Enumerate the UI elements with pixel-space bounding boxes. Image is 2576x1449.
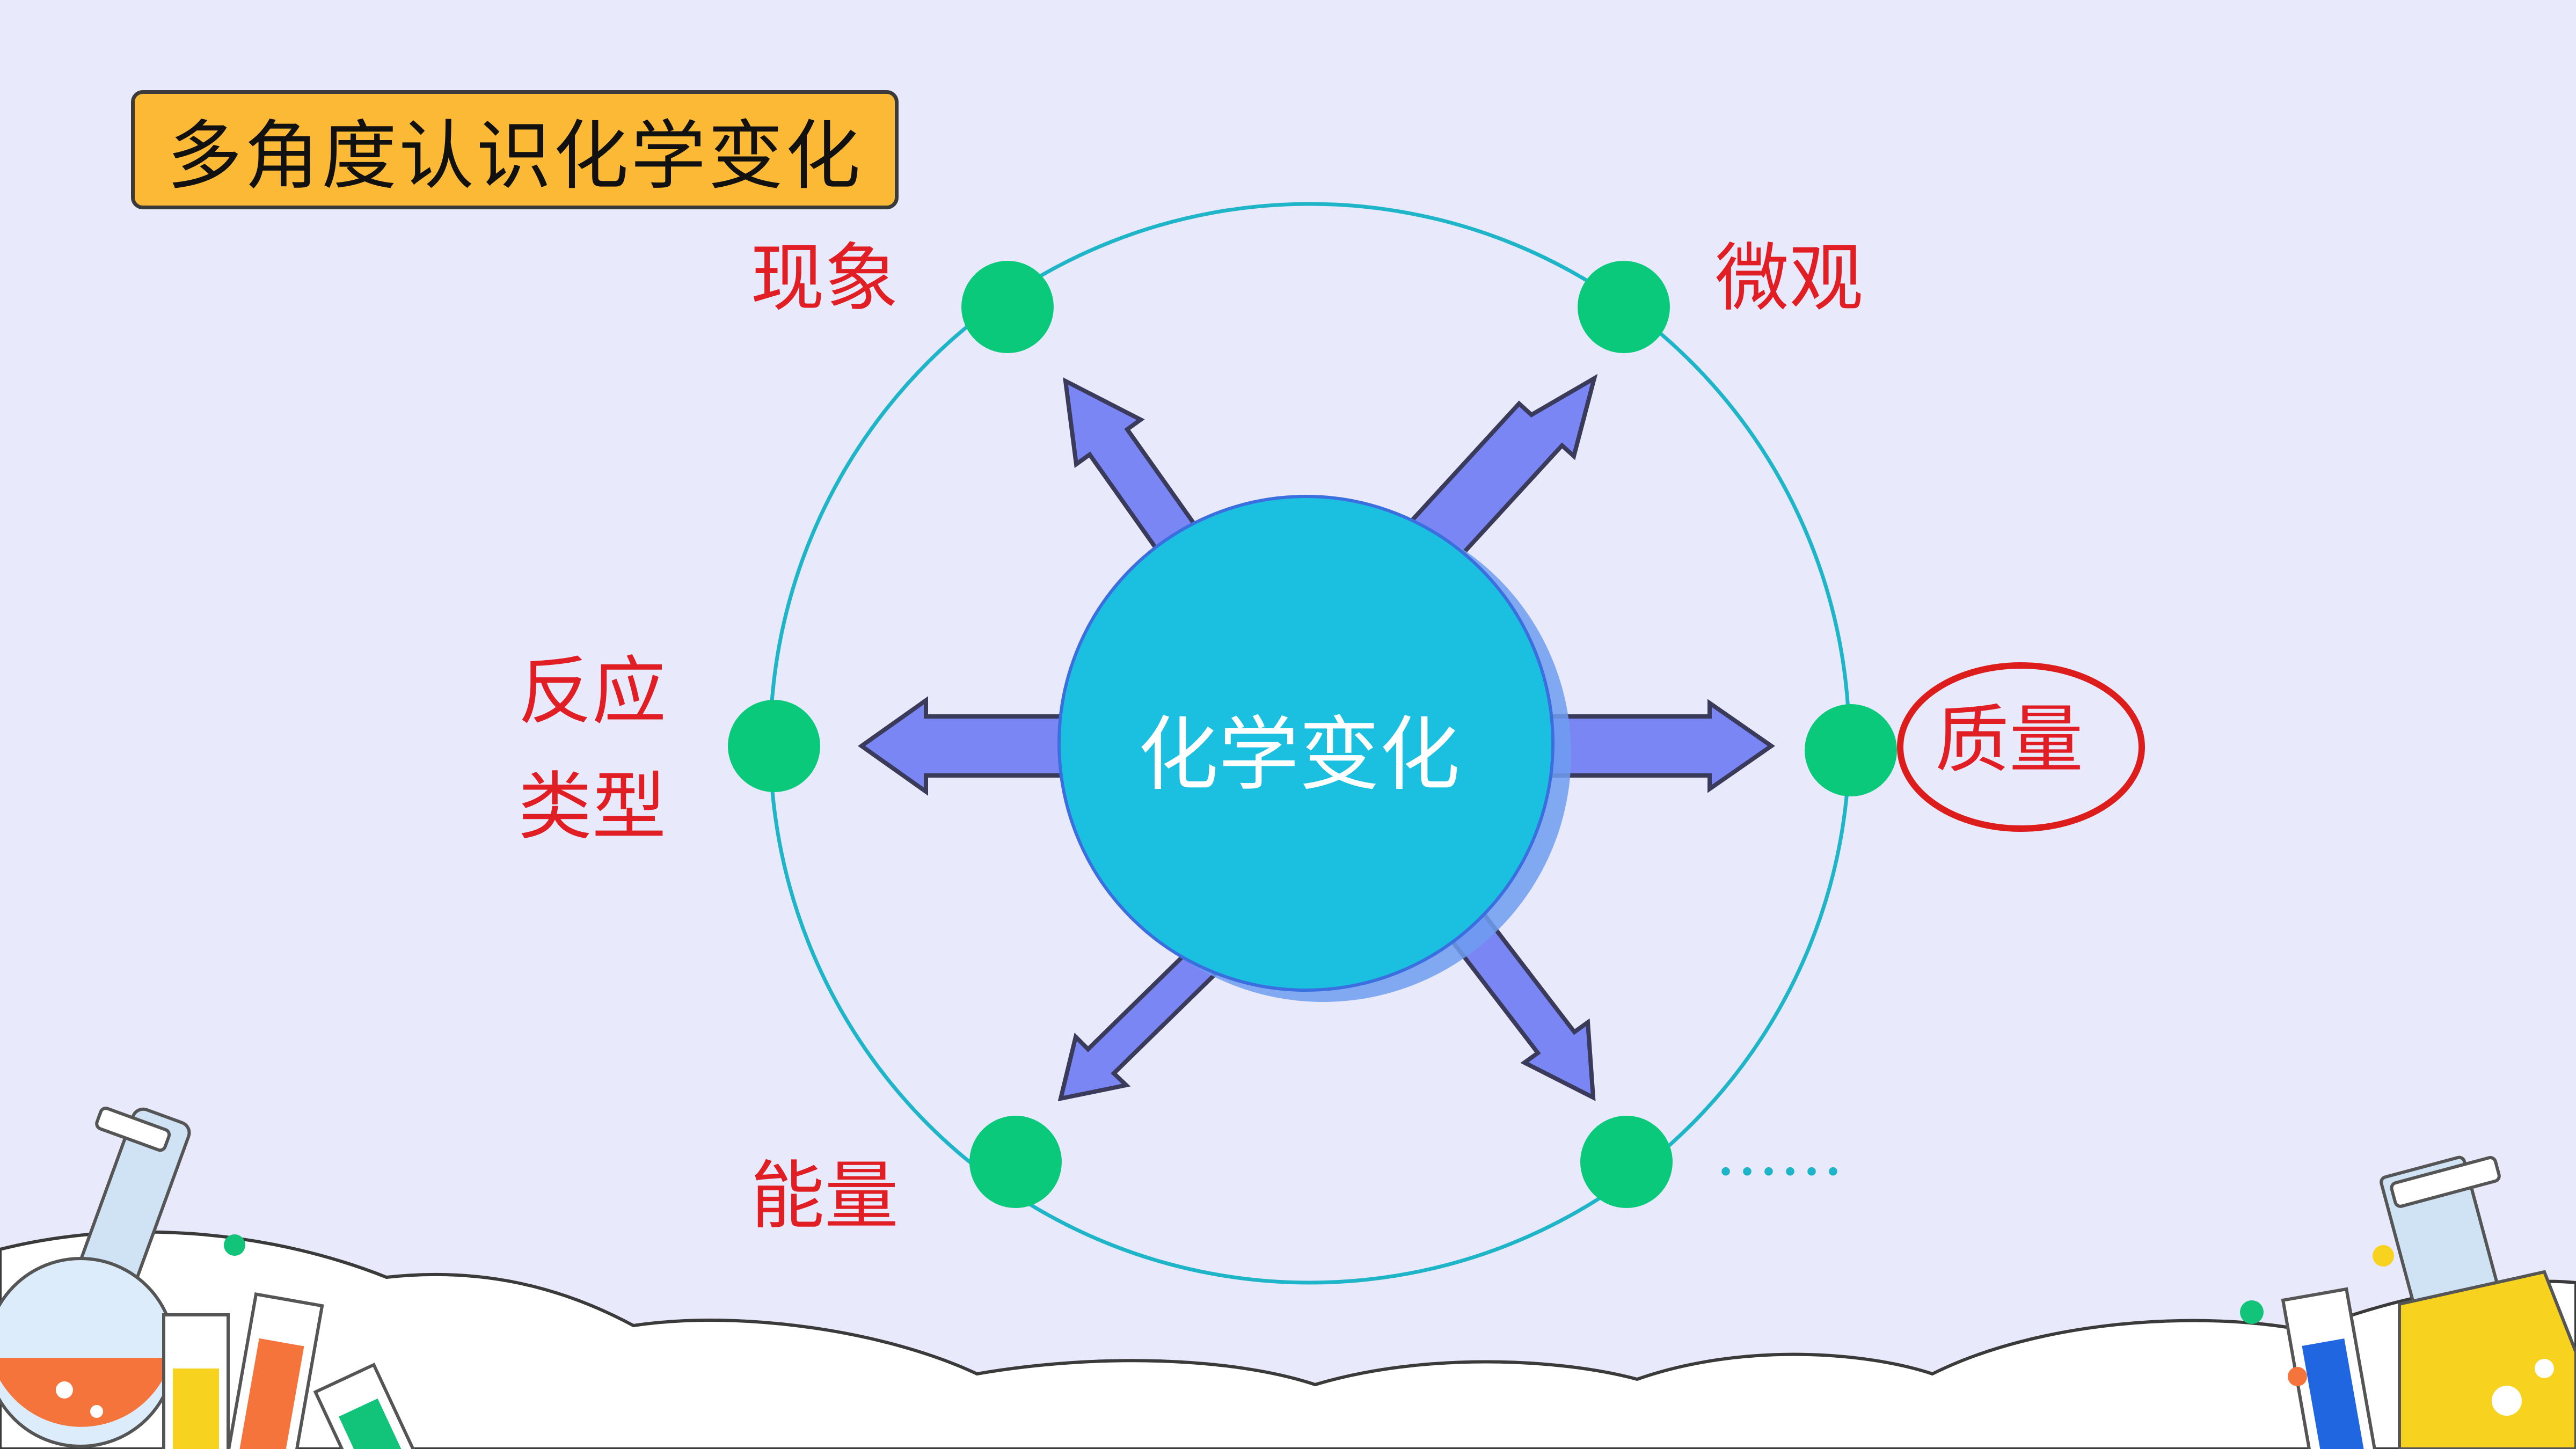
label-reaction-line2: 类型 (518, 764, 667, 850)
label-micro: 微观 (1715, 235, 1864, 321)
right-flask-icon (2380, 1155, 2576, 1449)
node-mass (1805, 704, 1897, 796)
nodes (728, 261, 1897, 1208)
label-phenomenon: 现象 (750, 235, 899, 321)
arrow-left (858, 696, 1070, 796)
highlight-ring (1897, 662, 2145, 832)
node-energy (969, 1116, 1062, 1208)
node-ellipsis (1580, 1116, 1673, 1208)
left-test-tubes-icon (162, 1234, 417, 1449)
arrow-down-left (1057, 946, 1220, 1102)
label-energy: 能量 (750, 1153, 899, 1239)
arrow-up-left (1063, 377, 1205, 562)
label-ellipsis: …… (1715, 1116, 1844, 1190)
center-circle (1057, 495, 1555, 992)
arrow-right (1544, 699, 1776, 793)
node-phenomenon (961, 261, 1054, 353)
label-reaction-line1: 反应 (518, 648, 667, 735)
arrows (858, 374, 1776, 1102)
cloud-decoration (0, 1230, 2576, 1449)
center-label: 化学变化 (1137, 708, 1460, 802)
node-micro (1578, 261, 1670, 353)
page-title: 多角度认识化学变化 (166, 113, 863, 200)
title-box: 多角度认识化学变化 (131, 90, 899, 209)
node-reaction-type (728, 700, 820, 792)
label-mass: 质量 (1935, 697, 2084, 783)
right-test-tubes-icon (2240, 1245, 2394, 1449)
